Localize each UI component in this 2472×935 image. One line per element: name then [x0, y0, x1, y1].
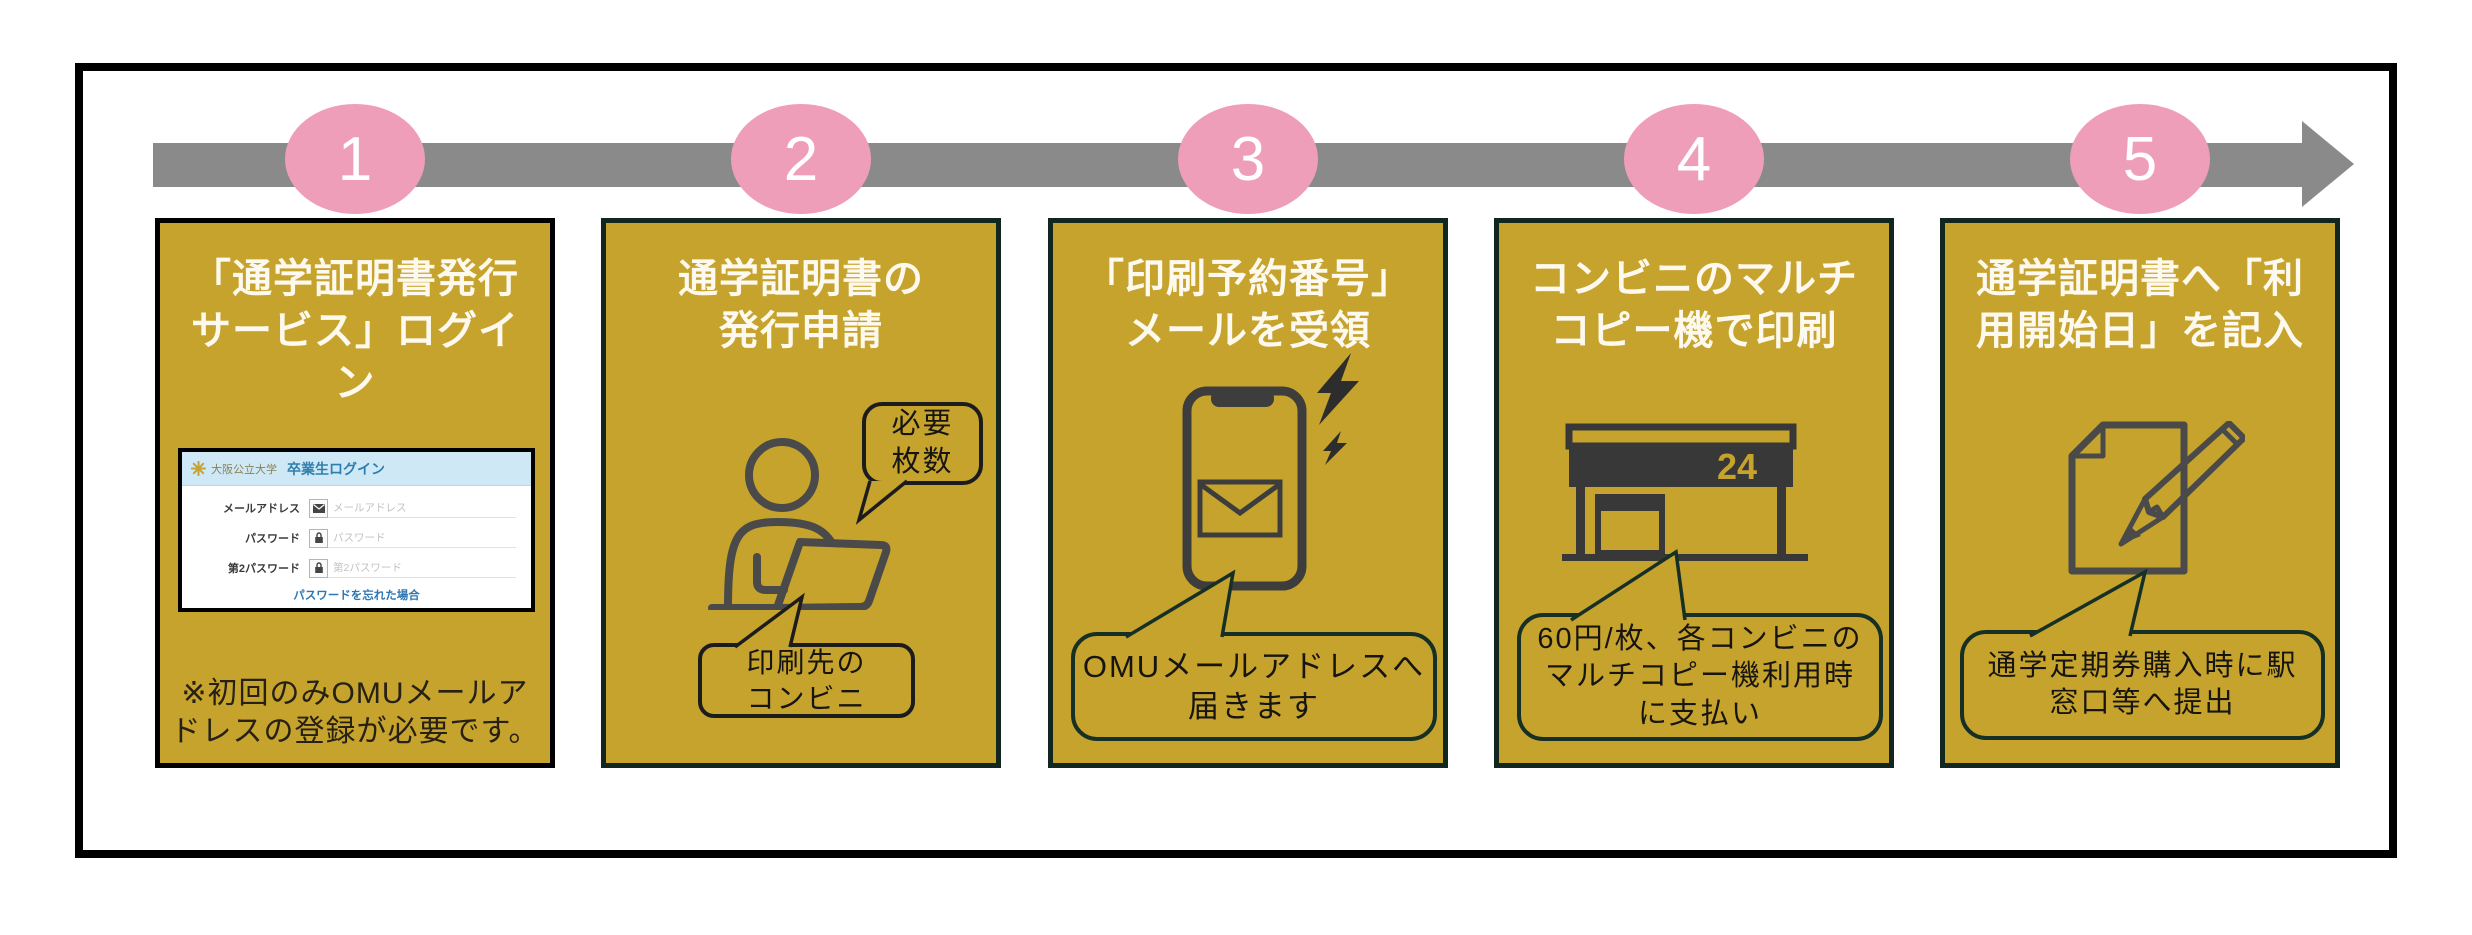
step-card-apply: 通学証明書の 発行申請 必要 枚数 印刷先の コンビニ	[601, 218, 1001, 768]
speech-bubble-store-choice: 印刷先の コンビニ	[698, 643, 915, 718]
speech-bubble-omu-mail: OMUメールアドレスへ 届きます	[1071, 632, 1437, 741]
envelope-icon	[309, 498, 328, 518]
step-badge-3: 3	[1178, 104, 1318, 214]
step-number: 4	[1676, 124, 1712, 194]
login-row-email: メールアドレス	[182, 493, 531, 523]
card-title: コンビニのマルチ コピー機で印刷	[1530, 257, 1858, 353]
step-card-print: コンビニのマルチ コピー機で印刷 24 60円/枚、各コンビニの マルチコピー機…	[1494, 218, 1894, 768]
university-name: 大阪公立大学	[211, 463, 277, 476]
lock-icon	[309, 558, 328, 578]
store-sign-24: 24	[1717, 446, 1757, 487]
step-number: 2	[783, 124, 819, 194]
field-label: 第2パスワード	[227, 563, 300, 575]
speech-bubble-station: 通学定期券購入時に駅 窓口等へ提出	[1960, 630, 2325, 740]
step-card-fill-date: 通学証明書へ「利 用開始日」を記入 通学定期券購入時に駅 窓口等へ提出	[1940, 218, 2340, 768]
document-pencil-icon	[2068, 421, 2245, 575]
person-at-laptop-icon	[708, 438, 891, 610]
login-form: メールアドレス パスワード 第2パスワード	[182, 486, 531, 603]
login-header: 大阪公立大学 卒業生ログイン	[182, 452, 531, 486]
bubble-tail	[1125, 569, 1236, 639]
lock-icon	[309, 528, 328, 548]
bubble-tail	[855, 479, 909, 525]
step-badge-5: 5	[2070, 104, 2210, 214]
step-badge-2: 2	[731, 104, 871, 214]
login-screenshot: 大阪公立大学 卒業生ログイン メールアドレス パスワード	[178, 448, 535, 612]
login-heading: 卒業生ログイン	[287, 460, 385, 477]
step-number: 1	[337, 124, 373, 194]
field-label: パスワード	[245, 533, 300, 545]
bubble-tail	[2029, 568, 2148, 638]
login-row-password: パスワード	[182, 523, 531, 553]
smartphone-mail-icon	[1182, 386, 1307, 591]
step-card-mail: 「印刷予約番号」 メールを受領 OMUメールアドレスへ 届きます	[1048, 218, 1448, 768]
card-title: 通学証明書へ「利 用開始日」を記入	[1976, 257, 2304, 353]
login-row-password2: 第2パスワード	[182, 553, 531, 583]
password-field[interactable]	[328, 528, 516, 548]
card-title: 通学証明書の 発行申請	[678, 257, 924, 353]
card-title: 「通学証明書発行 サービス」ログイ ン	[191, 257, 519, 405]
step-badge-1: 1	[285, 104, 425, 214]
right-arrow-icon	[2302, 121, 2354, 207]
convenience-store-icon: 24	[1562, 423, 1808, 561]
bubble-tail	[1570, 549, 1687, 622]
email-field[interactable]	[328, 498, 516, 518]
speech-bubble-copies: 必要 枚数	[862, 402, 983, 485]
card-title: 「印刷予約番号」 メールを受領	[1084, 257, 1412, 353]
step-card-login: 「通学証明書発行 サービス」ログイ ン 大阪公立大学 卒業生ログイン メールアド…	[155, 218, 555, 768]
university-logo-icon	[191, 461, 206, 476]
step-number: 5	[2122, 124, 2158, 194]
lightning-bolt-icon	[1317, 353, 1359, 465]
field-label: メールアドレス	[223, 503, 300, 515]
step-number: 3	[1230, 124, 1266, 194]
second-password-field[interactable]	[328, 558, 516, 578]
step-badge-4: 4	[1624, 104, 1764, 214]
speech-bubble-price: 60円/枚、各コンビニの マルチコピー機利用時 に支払い	[1517, 613, 1883, 741]
card-note: ※初回のみOMUメールア ドレスの登録が必要です。	[170, 677, 540, 748]
forgot-password-link[interactable]: パスワードを忘れた場合	[293, 590, 420, 602]
bubble-tail	[733, 592, 805, 649]
